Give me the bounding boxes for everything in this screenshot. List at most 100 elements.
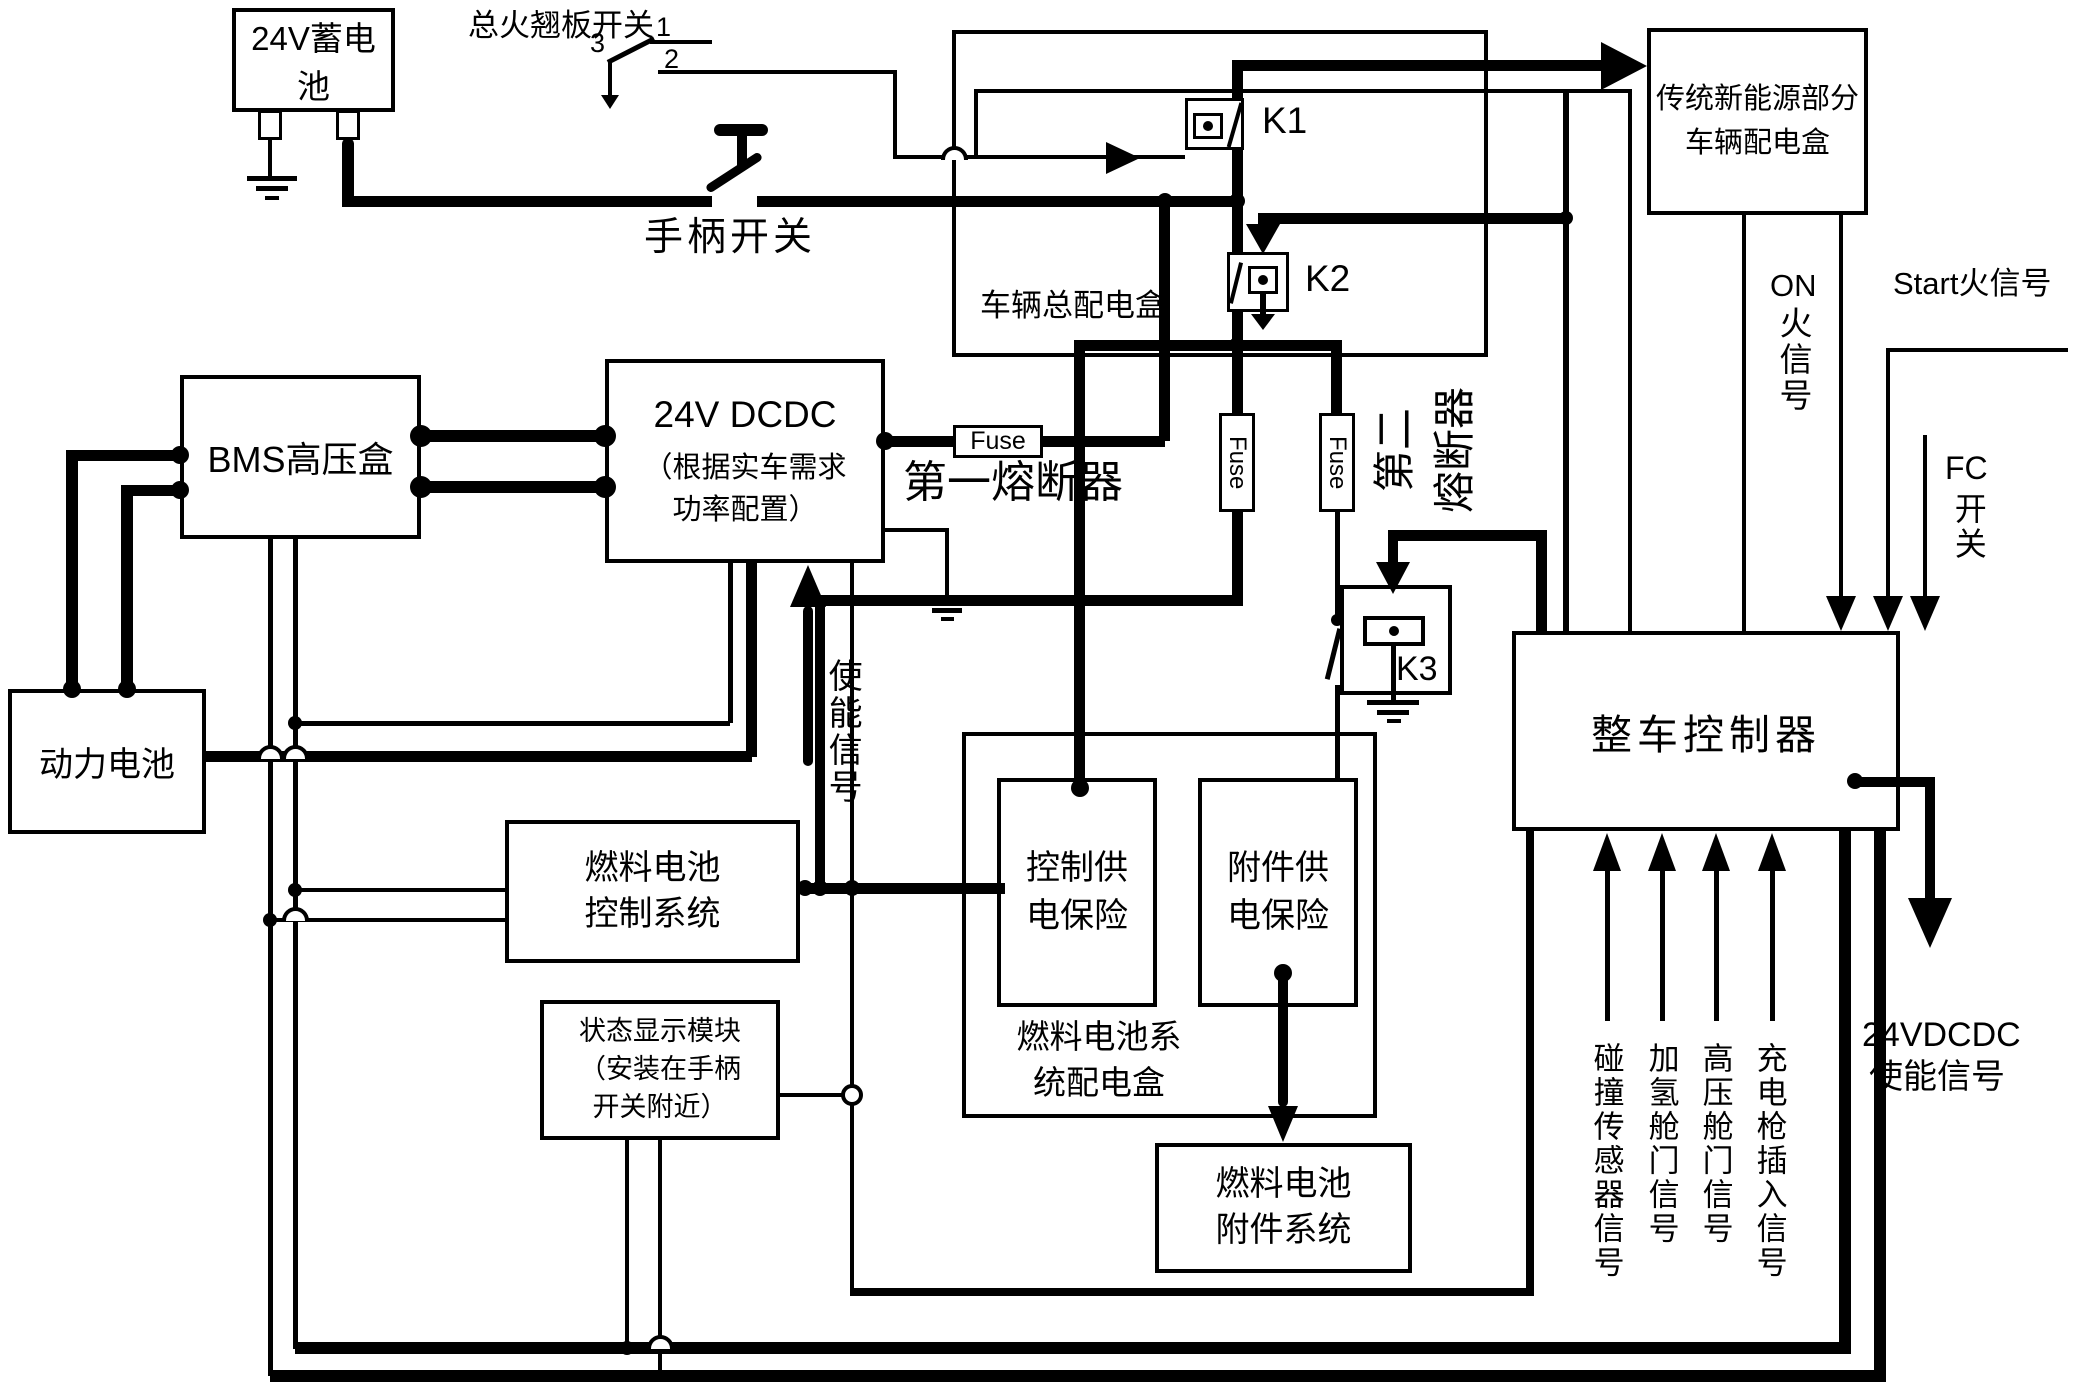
fuse1-box: Fuse (953, 425, 1043, 458)
wire (1770, 868, 1775, 1021)
ground-icon (932, 608, 962, 613)
wire (1660, 868, 1665, 1021)
wire (1393, 530, 1541, 541)
wire (1074, 340, 1085, 790)
acc-fuse-label-line1: 附件供 (1227, 848, 1329, 887)
wire-cap (410, 476, 432, 498)
wire-hop (647, 1335, 674, 1349)
wire (1335, 512, 1340, 618)
dcdc-label-line1: 24V DCDC (653, 394, 837, 435)
wire (1714, 868, 1719, 1021)
junction-dot (1229, 193, 1245, 209)
wire (268, 140, 272, 176)
k3-contact-dot (1331, 614, 1343, 626)
accessory-supply-fuse-label-wrap: 附件供 电保险 (1202, 782, 1354, 1003)
dcdc-24v-box: 24V DCDC （根据实车需求 功率配置） (605, 359, 885, 563)
power-battery-label-wrap: 动力电池 (12, 693, 202, 830)
wire (268, 539, 273, 1376)
dcdc-label-wrap: 24V DCDC （根据实车需求 功率配置） (609, 363, 881, 559)
wire (1874, 831, 1886, 1376)
fuse1-label-wrap: Fuse (956, 427, 1040, 455)
arrow-down-icon (1826, 596, 1856, 631)
wire (66, 450, 78, 690)
acc-fuse-label-line2: 电保险 (1227, 896, 1329, 935)
wire-cap (171, 446, 189, 464)
wire (1263, 213, 1566, 224)
wire (1331, 340, 1342, 413)
junction-dot (1157, 193, 1173, 209)
control-supply-fuse-label-wrap: 控制供 电保险 (1001, 782, 1153, 1003)
status-label-line3: 开关附近） (592, 1091, 728, 1122)
dcdc-label-line2: （根据实车需求 (643, 452, 847, 484)
vehicle-controller-label-wrap: 整车控制器 (1516, 635, 1896, 827)
wire (800, 883, 1005, 894)
ground-icon (1377, 710, 1409, 715)
wire (1159, 201, 1170, 441)
arrow-down-icon (1910, 596, 1940, 631)
arrow-down-icon (601, 95, 619, 109)
ground-icon (256, 186, 288, 191)
wire (1526, 831, 1534, 1292)
junction-dot (288, 883, 302, 897)
fuse2-box: Fuse (1219, 413, 1255, 512)
trad-label-line1: 传统新能源部分 (1655, 83, 1859, 115)
battery-terminal-left (258, 110, 282, 140)
fuse3-label-wrap: Fuse (1322, 416, 1352, 509)
wire (1742, 215, 1746, 631)
junction-dot (288, 716, 302, 730)
wire-cap (1274, 964, 1292, 982)
trad-label-line2: 车辆配电盒 (1684, 126, 1830, 159)
fuse3-box: Fuse (1319, 413, 1355, 512)
charge-gun-signal-label: 充电枪插入信号 (1751, 1042, 1787, 1280)
fuse2-label-wrap: Fuse (1222, 416, 1252, 509)
k2-label: K2 (1305, 258, 1351, 299)
handle-blade[interactable] (704, 151, 764, 194)
wire-hop (282, 745, 309, 759)
fc-distro-label-line2: 统配电盒 (1033, 1064, 1165, 1102)
wire-hop (257, 745, 284, 759)
wire (1536, 530, 1547, 631)
ground-icon (1387, 719, 1401, 723)
status-label-line2: （安装在手柄 (579, 1054, 741, 1085)
ground-icon (922, 598, 972, 603)
enable-signal-label: 使能信号 (823, 658, 862, 806)
wire-cap (797, 880, 813, 896)
vehicle-controller-box: 整车控制器 (1512, 631, 1900, 831)
fc-distro-label-line1: 燃料电池系 (1016, 1018, 1182, 1055)
start-signal-label: Start火信号 (1893, 266, 2052, 301)
wire (1888, 348, 2068, 352)
wire-cap (118, 680, 136, 698)
k3-coil-dot (1389, 626, 1399, 636)
collision-sensor-signal-label: 碰撞传感器信号 (1588, 1042, 1624, 1280)
wire (421, 430, 605, 442)
junction-dot (1229, 337, 1245, 353)
junction-dot (263, 913, 277, 927)
wire (974, 89, 978, 159)
control-supply-fuse-box: 控制供 电保险 (997, 778, 1157, 1007)
fc-accessory-label-wrap: 燃料电池 附件系统 (1159, 1147, 1408, 1269)
handle-switch-label: 手柄开关 (644, 216, 817, 259)
wire (342, 196, 712, 207)
status-display-module-box: 状态显示模块 （安装在手柄 开关附近） (540, 1000, 780, 1140)
wire (1886, 348, 1890, 597)
wire (270, 918, 505, 922)
wire (1563, 89, 1569, 631)
second-fuse-label-b: 熔断器 (1431, 387, 1478, 514)
ground-icon (1367, 700, 1419, 705)
fc-control-label-wrap: 燃料电池 控制系统 (509, 824, 796, 959)
wire (121, 485, 133, 690)
traditional-new-energy-box: 传统新能源部分 车辆配电盒 (1647, 28, 1868, 215)
rocker-terminal-3: 3 (590, 28, 606, 58)
wire (121, 485, 184, 496)
fc-control-label-line2: 控制系统 (584, 894, 721, 933)
wire (1080, 340, 1337, 351)
wire (1628, 89, 1632, 631)
wire (658, 1140, 662, 1376)
wire (1925, 777, 1935, 900)
wire (850, 1288, 1534, 1296)
wire (1855, 777, 1930, 787)
k3-coil (1363, 616, 1425, 646)
traditional-new-energy-label-wrap: 传统新能源部分 车辆配电盒 (1651, 32, 1864, 211)
fc-distro-label-wrap: 燃料电池系 统配电盒 (974, 1014, 1224, 1106)
wire (780, 1093, 843, 1097)
